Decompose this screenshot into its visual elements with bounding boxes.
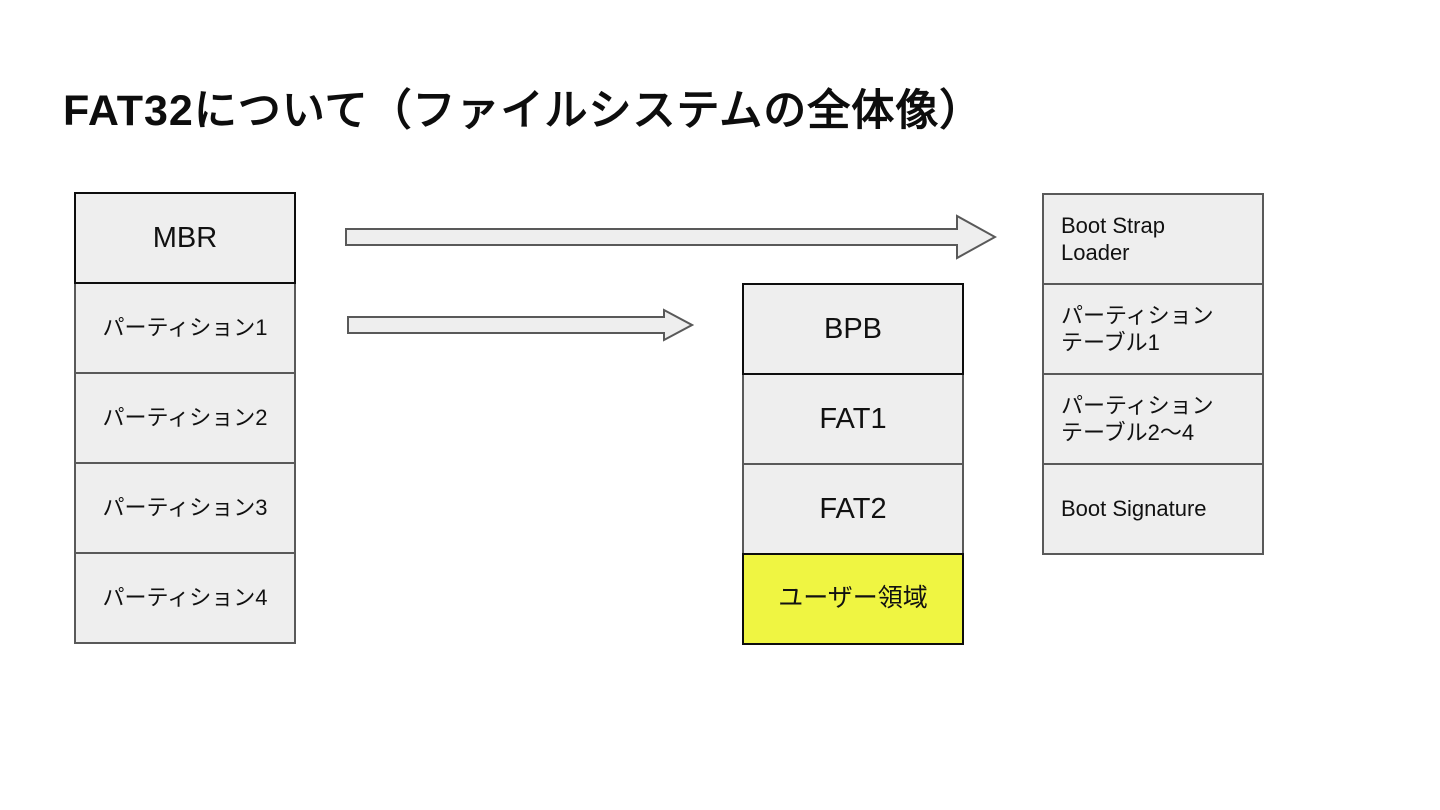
bpb-box: BPB — [742, 283, 964, 375]
partition2-box: パーティション2 — [74, 372, 296, 464]
partition1-box: パーティション1 — [74, 282, 296, 374]
user-area-box: ユーザー領域 — [742, 553, 964, 645]
mbr-box: MBR — [74, 192, 296, 284]
boot-signature-box: Boot Signature — [1042, 463, 1264, 555]
mbr-detail-column: Boot Strap Loader パーティション テーブル1 パーティション … — [1042, 193, 1264, 555]
right-arrow-icon-partition1-to-bpb — [347, 308, 694, 342]
volume-layout-column: BPB FAT1 FAT2 ユーザー領域 — [742, 283, 964, 645]
right-arrow-icon-mbr-to-detail — [345, 214, 997, 260]
partition3-box: パーティション3 — [74, 462, 296, 554]
fat1-box: FAT1 — [742, 373, 964, 465]
partition4-box: パーティション4 — [74, 552, 296, 644]
bootstrap-loader-box: Boot Strap Loader — [1042, 193, 1264, 285]
mbr-column: MBR パーティション1 パーティション2 パーティション3 パーティション4 — [74, 192, 296, 644]
page-title: FAT32について（ファイルシステムの全体像） — [63, 87, 984, 135]
partition-table2-4-box: パーティション テーブル2～4 — [1042, 373, 1264, 465]
partition-table1-box: パーティション テーブル1 — [1042, 283, 1264, 375]
fat2-box: FAT2 — [742, 463, 964, 555]
